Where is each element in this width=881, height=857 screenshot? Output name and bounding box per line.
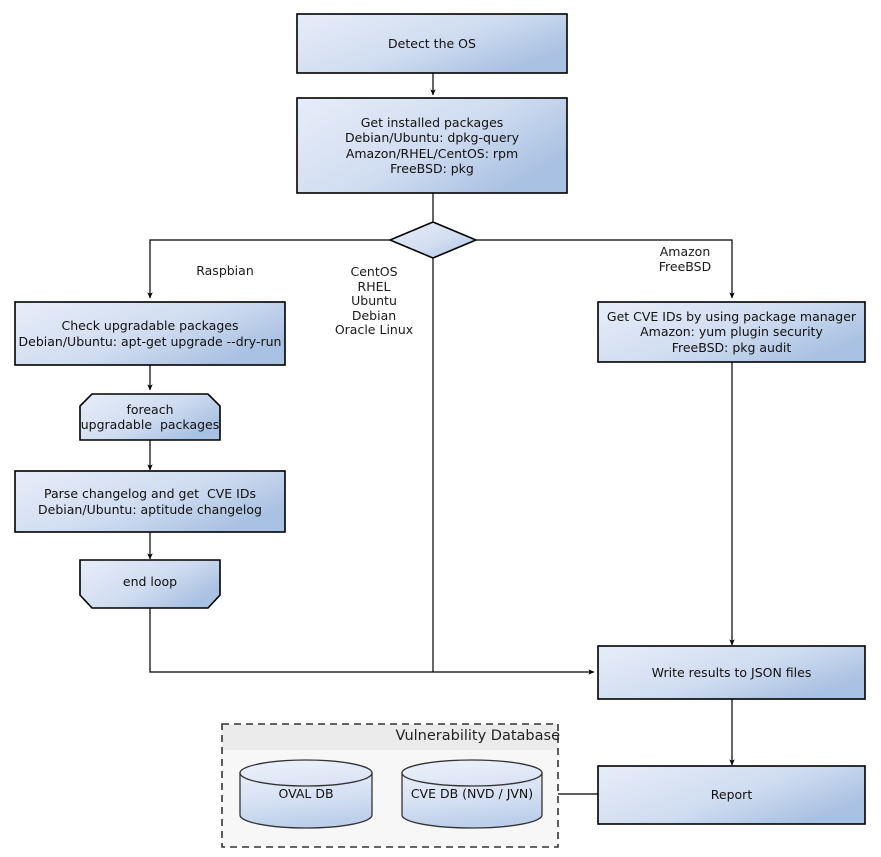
node-write-results xyxy=(597,645,866,700)
node-parse-changelog-label: Parse changelog and get CVE IDs Debian/U… xyxy=(38,486,262,517)
node-oval-db-label: OVAL DB xyxy=(278,786,334,802)
node-write-results-label: Write results to JSON files xyxy=(651,664,812,680)
node-get-cve-ids xyxy=(597,301,866,363)
node-end-loop-label: end loop xyxy=(122,574,178,590)
node-parse-changelog xyxy=(14,470,286,533)
node-end-loop xyxy=(79,559,221,609)
edge-decision-to-get-cve-ids xyxy=(475,239,735,299)
oval-db-cylinder xyxy=(239,759,373,829)
node-get-cve-ids-label: Get CVE IDs by using package manager Ama… xyxy=(606,308,857,355)
node-check-upgradable xyxy=(14,301,286,366)
node-detect-os xyxy=(296,13,568,74)
edge-endloop-to-write-results xyxy=(149,608,595,675)
node-foreach-loop-label: foreach upgradable packages xyxy=(80,401,220,433)
node-report-label: Report xyxy=(710,787,753,803)
node-detect-os-label: Detect the OS xyxy=(388,35,476,51)
node-get-installed-packages xyxy=(296,97,568,194)
node-get-installed-packages-label: Get installed packages Debian/Ubuntu: dp… xyxy=(344,114,520,177)
node-report xyxy=(597,765,866,825)
node-cve-db-label: CVE DB (NVD / JVN) xyxy=(410,786,534,802)
edge-decision-to-check-upgradable xyxy=(147,239,395,299)
node-decision-diamond xyxy=(387,221,479,259)
node-foreach-loop xyxy=(79,393,221,441)
vulnerability-database-title: Vulnerability Database xyxy=(395,728,560,744)
node-check-upgradable-label: Check upgradable packages Debian/Ubuntu:… xyxy=(18,318,282,349)
cve-db-cylinder xyxy=(401,759,543,829)
